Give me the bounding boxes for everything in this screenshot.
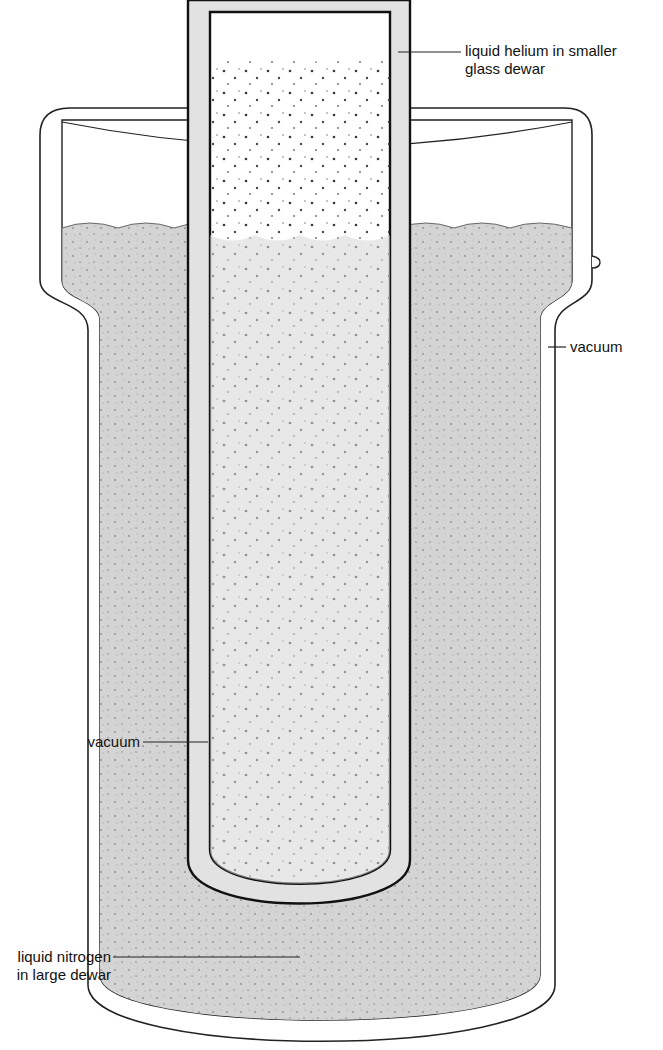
leader-line: [398, 51, 461, 52]
part-label: liquid nitrogen in large dewar: [3, 948, 111, 984]
part-label: liquid helium in smaller glass dewar: [465, 42, 655, 78]
part-label: vacuum: [70, 733, 140, 751]
leader-line: [113, 956, 300, 957]
part-label: vacuum: [570, 338, 658, 356]
leader-line: [548, 346, 566, 347]
leader-line: [143, 741, 208, 742]
